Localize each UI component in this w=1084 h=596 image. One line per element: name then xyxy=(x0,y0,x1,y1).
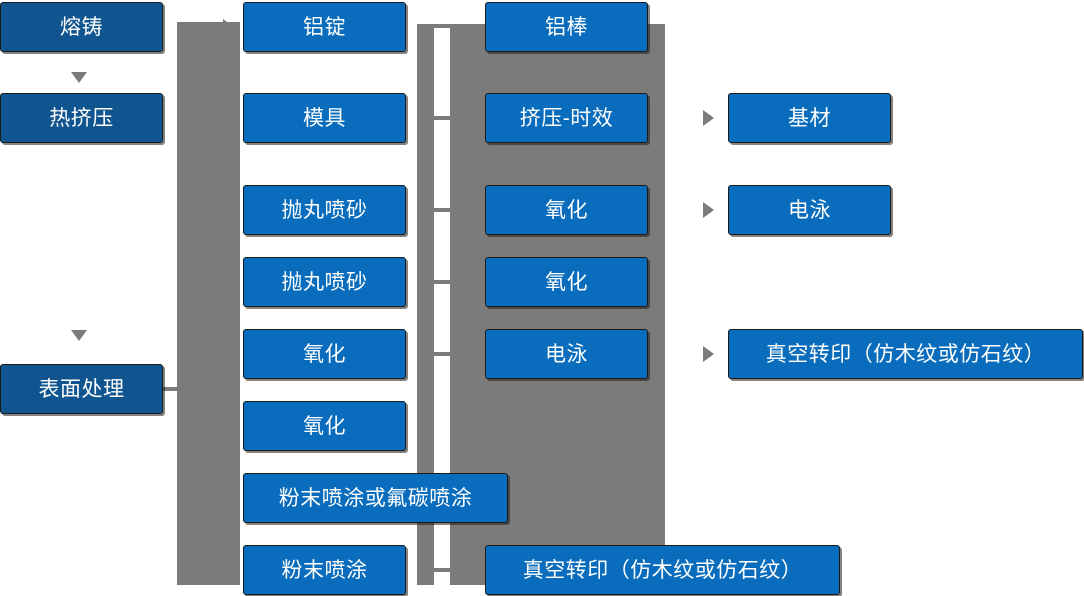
arrow-right-icon-to-vacuum-transfer xyxy=(703,346,714,362)
process-label-powder-coating: 粉末喷涂 xyxy=(281,558,368,582)
arrow-right-icon-to-ingot xyxy=(223,19,234,35)
output-label-extrusion-aging: 挤压-时效 xyxy=(519,106,614,130)
output-node-vacuum-transfer[interactable]: 真空转印（仿木纹或仿石纹） xyxy=(485,545,840,595)
arrow-right-icon-to-oxidation-1 xyxy=(223,346,234,362)
arrow-right-icon-to-shotblast-2 xyxy=(223,274,234,290)
stage-node-hot-extrusion[interactable]: 热挤压 xyxy=(0,93,163,143)
arrow-right-icon-to-electrophoresis xyxy=(703,202,714,218)
product-node-vacuum-transfer[interactable]: 真空转印（仿木纹或仿石纹） xyxy=(728,329,1083,379)
process-label-oxidation-2: 氧化 xyxy=(303,414,346,438)
spine-tie-2 xyxy=(432,116,452,120)
process-node-shot-blast-2[interactable]: 抛丸喷砂 xyxy=(243,257,406,307)
arrow-right-icon-to-powder-coating xyxy=(223,562,234,578)
stage-node-melt-cast[interactable]: 熔铸 xyxy=(0,2,163,52)
spine-tie-5 xyxy=(432,352,452,356)
spine-tie-6 xyxy=(432,568,452,572)
product-node-substrate[interactable]: 基材 xyxy=(728,93,891,143)
process-node-powder-or-fluorocarbon[interactable]: 粉末喷涂或氟碳喷涂 xyxy=(243,473,508,523)
process-label-shot-blast-2: 抛丸喷砂 xyxy=(281,270,368,294)
product-label-electrophoresis: 电泳 xyxy=(788,198,831,222)
arrow-right-icon-to-powder-fluorocarbon xyxy=(223,490,234,506)
arrow-down-icon-melt-to-extrusion xyxy=(71,72,87,83)
stage-label-surface-treatment: 表面处理 xyxy=(38,377,125,401)
product-node-electrophoresis[interactable]: 电泳 xyxy=(728,185,891,235)
process-label-shot-blast-1: 抛丸喷砂 xyxy=(281,198,368,222)
stage-node-surface-treatment[interactable]: 表面处理 xyxy=(0,364,163,414)
arrow-right-icon-to-oxidation-2 xyxy=(223,418,234,434)
process-label-oxidation-1: 氧化 xyxy=(303,342,346,366)
arrow-right-icon-to-shotblast-1 xyxy=(223,202,234,218)
stage-label-hot-extrusion: 热挤压 xyxy=(49,106,114,130)
spine-tie-3 xyxy=(432,208,452,212)
output-node-oxidation-2[interactable]: 氧化 xyxy=(485,257,648,307)
spine-tie-4 xyxy=(432,280,452,284)
spine-tie-1 xyxy=(432,24,452,28)
arrow-right-icon-to-mold xyxy=(223,110,234,126)
output-node-aluminum-bar[interactable]: 铝棒 xyxy=(485,2,648,52)
stage-label-melt-cast: 熔铸 xyxy=(60,15,103,39)
process-node-aluminum-ingot[interactable]: 铝锭 xyxy=(243,2,406,52)
output-label-vacuum-transfer: 真空转印（仿木纹或仿石纹） xyxy=(522,558,803,582)
product-label-vacuum-transfer: 真空转印（仿木纹或仿石纹） xyxy=(765,342,1046,366)
output-node-extrusion-aging[interactable]: 挤压-时效 xyxy=(485,93,648,143)
process-node-shot-blast-1[interactable]: 抛丸喷砂 xyxy=(243,185,406,235)
output-label-electrophoresis: 电泳 xyxy=(545,342,588,366)
process-label-aluminum-ingot: 铝锭 xyxy=(303,15,346,39)
process-node-oxidation-1[interactable]: 氧化 xyxy=(243,329,406,379)
process-node-mold[interactable]: 模具 xyxy=(243,93,406,143)
output-node-oxidation-1[interactable]: 氧化 xyxy=(485,185,648,235)
output-label-oxidation-2: 氧化 xyxy=(545,270,588,294)
output-label-aluminum-bar: 铝棒 xyxy=(545,15,588,39)
surface-treatment-connector xyxy=(163,387,183,391)
process-node-powder-coating[interactable]: 粉末喷涂 xyxy=(243,545,406,595)
output-node-electrophoresis[interactable]: 电泳 xyxy=(485,329,648,379)
arrow-right-icon-to-substrate xyxy=(703,110,714,126)
arrow-down-icon-extrusion-to-surface xyxy=(71,330,87,341)
process-node-oxidation-2[interactable]: 氧化 xyxy=(243,401,406,451)
process-label-powder-or-fluorocarbon: 粉末喷涂或氟碳喷涂 xyxy=(278,486,473,510)
product-label-substrate: 基材 xyxy=(788,106,831,130)
process-label-mold: 模具 xyxy=(303,106,346,130)
output-label-oxidation-1: 氧化 xyxy=(545,198,588,222)
gray-backbone-spine-thin xyxy=(417,24,434,585)
